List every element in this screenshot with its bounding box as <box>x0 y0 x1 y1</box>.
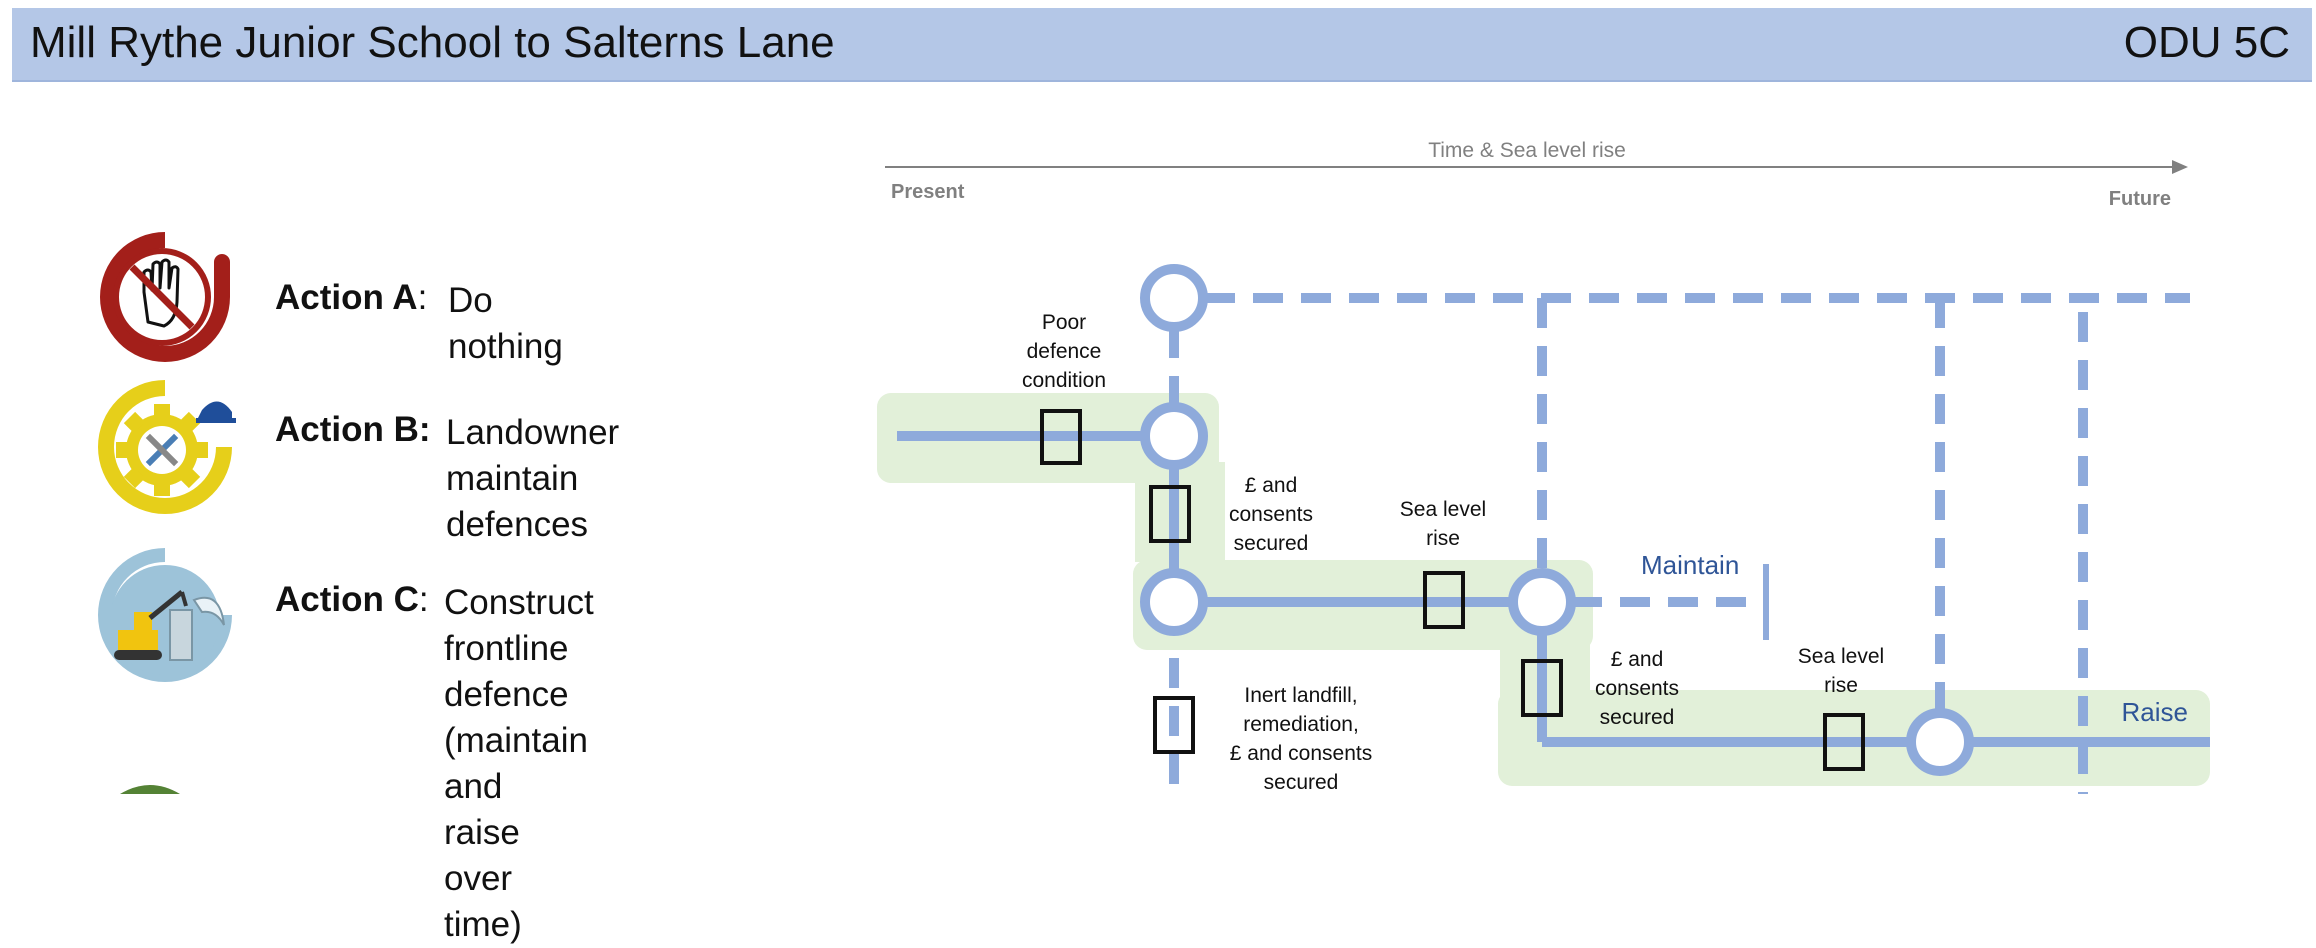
stop-hand-icon <box>100 232 230 362</box>
trigger-slr-1 <box>1423 571 1465 629</box>
note-line: £ and <box>1245 474 1298 497</box>
raise-label: Raise <box>2122 697 2188 727</box>
action-a-description: Do nothing <box>448 281 563 366</box>
timeline-arrowhead <box>2172 160 2188 174</box>
note-line: defence <box>1027 340 1102 363</box>
action-b-label: Action B: <box>275 410 431 449</box>
timeline-label: Time & Sea level rise <box>1428 139 1626 162</box>
trigger-poor-condition <box>1040 409 1082 465</box>
action-b-description: Landowner maintain defences <box>446 413 620 544</box>
note-line: consents <box>1595 677 1679 700</box>
note-poor-condition: Poor defence condition <box>1022 311 1106 392</box>
note-line: Sea level <box>1400 498 1486 521</box>
note-consents-1: £ and consents secured <box>1229 474 1313 555</box>
panel-connector <box>1135 462 1225 562</box>
trigger-slr-2 <box>1823 713 1865 771</box>
trigger-landfill <box>1153 696 1195 754</box>
action-a-label: Action A <box>275 278 418 317</box>
dashed-pathways <box>1169 293 2190 794</box>
note-line: £ and consents <box>1230 742 1372 765</box>
trigger-consents-2 <box>1521 659 1563 717</box>
adaptation-pathway-diagram: Time & Sea level rise Present Future <box>877 139 2210 794</box>
node-raise <box>1906 708 1974 776</box>
note-line: £ and <box>1611 648 1664 671</box>
note-line: condition <box>1022 369 1106 392</box>
action-c-sep: : <box>418 580 429 619</box>
note-line: Inert landfill, <box>1244 684 1357 707</box>
note-line: Sea level <box>1798 645 1884 668</box>
page-title: Mill Rythe Junior School to Salterns Lan… <box>30 18 835 67</box>
note-line: rise <box>1426 527 1460 550</box>
solid-pathways <box>897 431 2210 747</box>
note-line: Poor <box>1042 311 1086 334</box>
note-consents-2: £ and consents secured <box>1595 648 1679 729</box>
node-start <box>1140 264 1208 332</box>
node-c <box>1140 568 1208 636</box>
action-c-label: Action C <box>275 580 419 619</box>
header-bar: Mill Rythe Junior School to Salterns Lan… <box>12 8 2312 82</box>
unit-code: ODU 5C <box>2123 18 2290 67</box>
timeline-end: Future <box>2109 188 2171 210</box>
maintain-label: Maintain <box>1641 550 1739 580</box>
note-line: secured <box>1600 706 1675 729</box>
node-b <box>1140 402 1208 470</box>
note-line: remediation, <box>1243 713 1359 736</box>
note-line: rise <box>1824 674 1858 697</box>
construction-icon <box>98 548 232 682</box>
timeline-start: Present <box>891 181 965 203</box>
note-line: secured <box>1264 771 1339 794</box>
trigger-boxes <box>1040 409 1865 771</box>
action-d-icon <box>120 785 180 794</box>
action-a-sep: : <box>417 278 428 317</box>
note-line: consents <box>1229 503 1313 526</box>
note-line: secured <box>1234 532 1309 555</box>
gear-tools-icon <box>98 380 236 514</box>
note-slr-2: Sea level rise <box>1798 645 1884 697</box>
decision-nodes <box>1140 264 1974 776</box>
note-slr-1: Sea level rise <box>1400 498 1486 550</box>
node-c2 <box>1508 568 1576 636</box>
trigger-consents-1 <box>1149 485 1191 543</box>
note-landfill: Inert landfill, remediation, £ and consent… <box>1230 684 1372 794</box>
